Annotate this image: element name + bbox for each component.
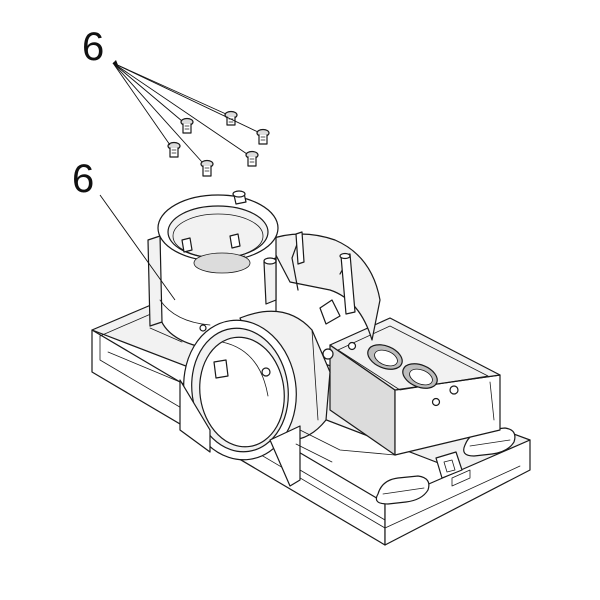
screw-5	[245, 150, 259, 167]
front-outlet-cylinder	[179, 310, 331, 487]
cable-hole-left	[367, 344, 403, 370]
screw-3	[256, 128, 270, 145]
housing-floor	[149, 327, 396, 463]
screw-6	[200, 159, 214, 177]
callout-label-screws: 6	[82, 25, 104, 69]
screw-4	[167, 141, 181, 158]
leader-lines-screws	[112, 60, 259, 163]
leader-line-housing	[99, 194, 176, 301]
rear-pipe-duct	[267, 231, 381, 360]
callout-label-housing: 6	[72, 157, 94, 201]
mounting-slot-front	[375, 475, 430, 505]
terminal-box	[329, 317, 501, 456]
screw-2	[180, 117, 194, 134]
cable-hole-right	[402, 363, 438, 389]
screw-1	[224, 110, 238, 126]
screw-set	[167, 110, 270, 177]
latch-tab	[435, 451, 471, 487]
